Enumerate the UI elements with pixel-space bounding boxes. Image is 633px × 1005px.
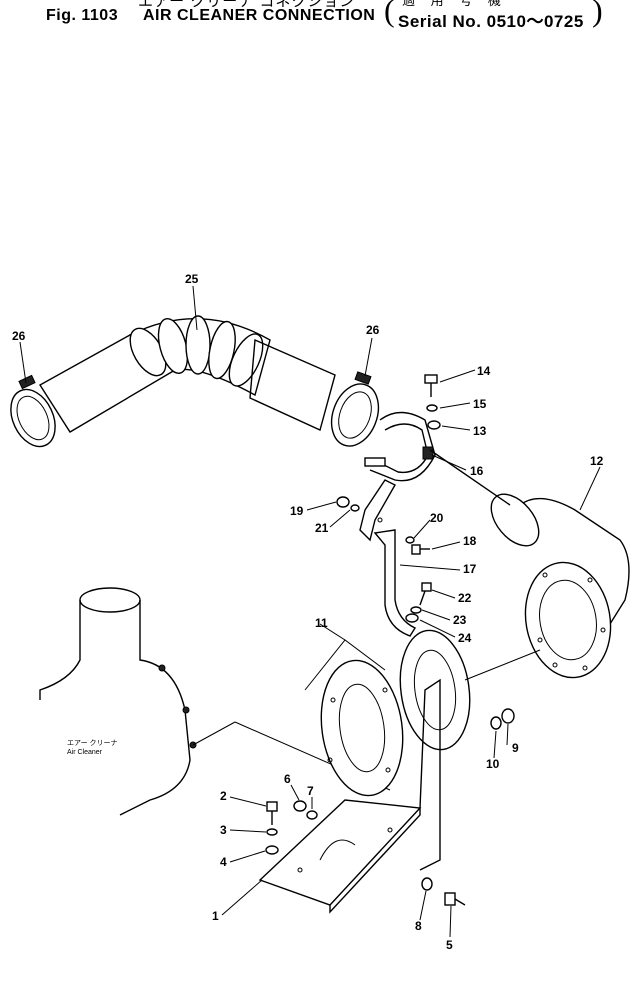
callout-17: 17: [463, 562, 477, 576]
callout-14: 14: [477, 364, 491, 378]
callout-19: 19: [290, 504, 304, 518]
callout-2: 2: [220, 789, 227, 803]
band-clamp-drawing: [364, 374, 441, 482]
callout-9: 9: [512, 741, 519, 755]
leader-lines: [19, 285, 601, 938]
callout-4: 4: [220, 855, 227, 869]
callout-25: 25: [185, 272, 199, 286]
callout-1: 1: [212, 909, 219, 923]
callout-15: 15: [473, 397, 487, 411]
figure-title: AIR CLEANER CONNECTION: [143, 7, 376, 24]
bracket-drawing: [336, 479, 432, 637]
callout-13: 13: [473, 424, 487, 438]
elbow-connector-drawing: [429, 449, 630, 679]
air-cleaner-caption-japanese: エアー クリーナ: [67, 739, 118, 747]
callout-10: 10: [486, 757, 500, 771]
callout-23: 23: [453, 613, 467, 627]
air-cleaner-caption-english: Air Cleaner: [67, 749, 103, 756]
callout-11: 11: [315, 616, 328, 630]
callout-16: 16: [470, 464, 484, 478]
figure-number: Fig. 1103: [46, 7, 119, 24]
callout-12: 12: [590, 454, 604, 468]
serial-close-paren: ): [592, 0, 603, 28]
air-cleaner-body-drawing: エアー クリーナ Air Cleaner: [39, 587, 391, 816]
callout-6: 6: [284, 772, 291, 786]
japanese-serial-label: 適 用 号 機: [402, 0, 507, 8]
callout-26-right: 26: [366, 323, 380, 337]
callout-24: 24: [458, 631, 472, 645]
japanese-title: エアー クリーナ コネクション: [138, 0, 356, 10]
serial-open-paren: (: [384, 0, 395, 28]
callout-26-left: 26: [12, 329, 26, 343]
callout-numbers: 25 26 26 14 15 13 16 12 19 21 20 18 17 2…: [12, 272, 604, 952]
callout-18: 18: [463, 534, 477, 548]
mounting-bracket-drawing: [258, 678, 515, 914]
callout-20: 20: [430, 511, 444, 525]
callout-22: 22: [458, 591, 472, 605]
callout-7: 7: [307, 784, 314, 798]
callout-21: 21: [315, 521, 329, 535]
callout-5: 5: [446, 938, 453, 952]
serial-range: Serial No. 0510～0725: [398, 12, 584, 31]
callout-8: 8: [415, 919, 422, 933]
callout-3: 3: [220, 823, 227, 837]
air-hose-drawing: [10, 315, 380, 448]
flange-gasket-drawing: [304, 629, 541, 797]
